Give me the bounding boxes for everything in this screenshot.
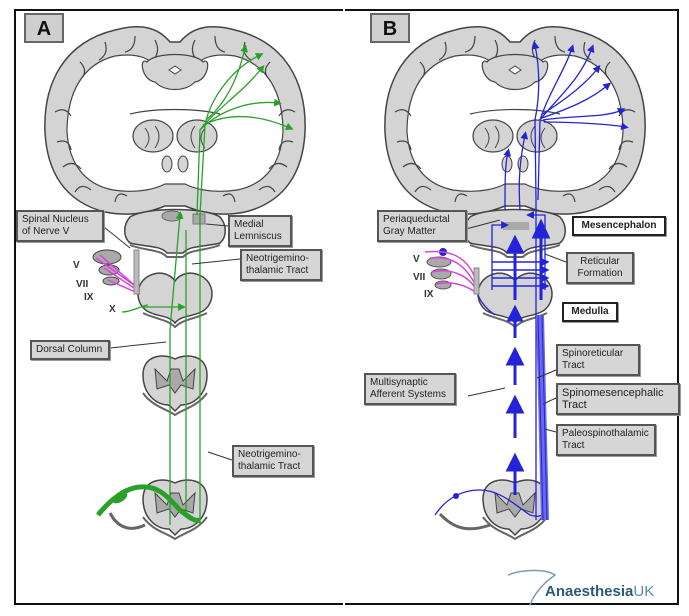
nerve-label-ix-a: IX	[84, 292, 94, 303]
label-paleospinothalamic-tract: Paleospinothalamic Tract	[556, 424, 656, 456]
label-multisynaptic-afferent-systems: Multisynaptic Afferent Systems	[364, 373, 456, 405]
dorsal-root-b	[438, 512, 491, 531]
anaesthesiauk-logo: AnaesthesiaUK	[545, 583, 654, 600]
panel-label-a: A	[24, 13, 64, 43]
label-periaqueductal-gray-matter: Periaqueductal Gray Matter	[377, 210, 467, 242]
leader-lines-a	[103, 223, 241, 461]
nerve-label-x-a: X	[109, 304, 116, 315]
multisynaptic-arrows	[505, 218, 551, 495]
logo-brand: Anaesthesia	[545, 583, 634, 600]
panel-b-illustration	[384, 26, 646, 606]
ascending-tract-bundle	[536, 314, 549, 521]
cranial-ganglia-a	[92, 249, 141, 295]
label-medial-lemniscus: Medial Lemniscus	[228, 215, 292, 247]
panel-divider	[343, 9, 345, 605]
label-neotrigeminothalamic-tract-lower: Neotrigemino- thalamic Tract	[232, 445, 314, 477]
label-reticular-formation: Reticular Formation	[566, 252, 634, 284]
periaqueductal-gray	[503, 222, 529, 230]
label-dorsal-column: Dorsal Column	[30, 340, 110, 360]
label-neotrigeminothalamic-tract-upper: Neotrigemino- thalamic Tract	[240, 249, 322, 281]
cranial-ganglia-b	[424, 248, 480, 295]
label-spinoreticular-tract: Spinoreticular Tract	[556, 344, 640, 376]
label-spinomesencephalic-tract: Spinomesencephalic Tract	[556, 383, 680, 415]
spinothalamic-cortical-fibers-b	[434, 41, 629, 520]
medial-lemniscus-nucleus	[192, 213, 206, 225]
logo-suffix: UK	[633, 583, 655, 600]
nerve-label-ix-b: IX	[424, 289, 434, 300]
panel-a-illustration	[44, 26, 306, 540]
nerve-label-vii-a: VII	[76, 279, 89, 290]
nerve-label-vii-b: VII	[413, 272, 426, 283]
nerve-label-v-a: V	[73, 260, 80, 271]
logo-swoosh	[507, 569, 557, 606]
nerve-label-v-b: V	[413, 254, 420, 265]
leader-lines-b	[465, 219, 567, 433]
dorsal-root-a	[108, 512, 146, 530]
cervical-cord-a	[142, 355, 208, 416]
label-medulla: Medulla	[562, 302, 618, 322]
neotrigemino-pathway-a	[121, 44, 294, 525]
panel-label-b: B	[370, 13, 410, 43]
drg-cell-b	[453, 493, 459, 499]
label-spinal-nucleus-nerve-v: Spinal Nucleus of Nerve V	[16, 210, 104, 242]
brain-coronal-b	[384, 26, 646, 215]
label-mesencephalon: Mesencephalon	[572, 216, 666, 236]
medulla-a	[137, 272, 213, 328]
drg-cell-a	[112, 492, 128, 504]
